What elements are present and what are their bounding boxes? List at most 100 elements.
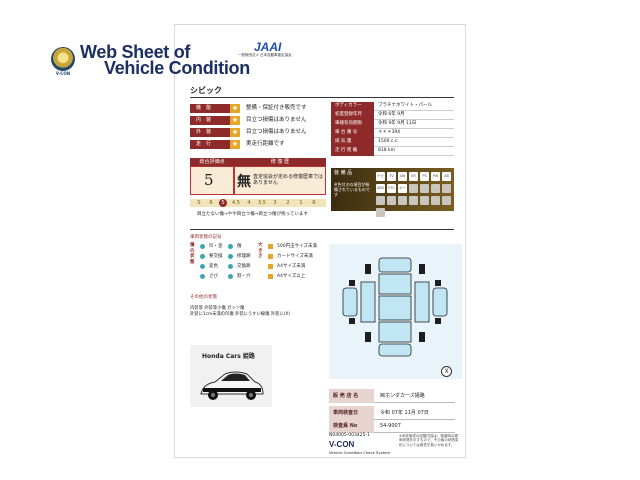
spec-label: ボディカラー — [331, 102, 374, 111]
legend-title: 車両状態の記号 — [190, 235, 222, 240]
scale-item: 3 — [273, 200, 277, 206]
equipment-chip: AW — [398, 172, 407, 181]
spec-row: 車 台 番 号 ＊＊＊394 — [331, 129, 454, 138]
status-row-function: 機 能 ★ 整備・保証付き販売です — [190, 104, 326, 113]
status-text: 目立つ損傷はありません — [246, 129, 307, 135]
inspection-date-row: 車両検査日令和 07年 11月 07日 — [329, 406, 455, 420]
bottom-label: 検査員 No — [329, 419, 374, 433]
repair-status: 無 — [237, 174, 251, 190]
scale-selected: 5 — [219, 199, 227, 207]
spec-value: 令和 6年 9月 — [378, 112, 405, 117]
star-icon: ★ — [230, 128, 240, 137]
score-scale — [190, 199, 326, 207]
status-row-interior: 内 装 ★ 目立つ損傷はありません — [190, 116, 326, 125]
equipment-chip: TV — [387, 172, 396, 181]
spec-row: 車検有効期限令和 9年 9月 11日 — [331, 120, 454, 129]
equipment-chip — [431, 184, 440, 193]
legend-group-damage: 傷の状態 — [190, 243, 195, 265]
spec-value: ＊＊＊394 — [378, 130, 401, 135]
status-text: 実走行距離です — [246, 141, 285, 147]
legend-item: 割・穴 — [228, 273, 251, 280]
status-label: 走 行 — [190, 140, 230, 149]
scale-item: 6 — [209, 200, 213, 206]
jaai-logo: JAAI — [254, 40, 282, 54]
spec-label: 車 台 番 号 — [331, 129, 374, 138]
status-label: 機 能 — [190, 104, 230, 113]
scale-item: 2 — [286, 200, 290, 206]
dealer-row: 販 売 店 名㈱ホンダカーズ姫路 — [329, 389, 455, 403]
dealer-photo-label: Honda Cars 姫路 — [202, 353, 255, 360]
status-text: 目立つ損傷はありません — [246, 117, 307, 123]
bottom-label: 販 売 店 名 — [329, 389, 374, 403]
serial-number: N04005-003425-1 — [329, 433, 370, 438]
equipment-chip: AB — [442, 172, 451, 181]
equipment-chip — [376, 208, 385, 217]
spec-value: 令和 9年 9月 11日 — [378, 121, 417, 126]
repair-box — [234, 166, 326, 195]
legend-item: 凹・歪 — [200, 243, 223, 250]
equipment-chip — [387, 196, 396, 205]
equipment-chip — [420, 196, 429, 205]
other-title: その他の状態 — [190, 295, 217, 300]
spec-label: 排 気 量 — [331, 138, 374, 147]
legend-item: 傷 — [228, 243, 242, 250]
scale-item: 4 — [247, 200, 251, 206]
equipment-chip — [420, 184, 429, 193]
repair-heading: 修 復 歴 — [234, 158, 326, 166]
star-icon: ★ — [230, 104, 240, 113]
sheet-title-line2: Vehicle Condition — [104, 58, 250, 78]
spec-row: 走 行 距 離 818 km — [331, 147, 454, 156]
equipment-chip: PS — [420, 172, 429, 181]
legend-item: 交換跡 — [228, 263, 251, 270]
vcon-badge-icon — [51, 47, 75, 71]
scale-item: 4.5 — [232, 200, 240, 206]
bottom-value: 54-9007 — [380, 423, 401, 429]
equipment-chip — [409, 184, 418, 193]
status-label: 外 装 — [190, 128, 230, 137]
car-outline-diagram — [342, 257, 448, 357]
equipment-chip — [398, 196, 407, 205]
equipment-title: 装 備 品 — [334, 170, 353, 176]
equipment-chip — [409, 196, 418, 205]
equipment-chip: ABS — [376, 184, 385, 193]
other-line: 内装等 外装等小傷 ガッツ傷 — [190, 306, 245, 311]
equipment-chip: キー — [398, 184, 407, 193]
star-icon: ★ — [230, 116, 240, 125]
divider — [190, 97, 454, 98]
scale-item: R — [312, 200, 316, 206]
score-box — [190, 166, 234, 195]
equipment-chip: SR — [409, 172, 418, 181]
legend-item: さび — [200, 273, 218, 280]
inspector-row: 検査員 No 54-9007 — [329, 419, 455, 433]
spec-row: 初度登録年月令和 6年 9月 — [331, 111, 454, 120]
repair-note: 査定協会が定める修復歴車ではありません — [253, 174, 324, 186]
vcon-logo: V-CON — [329, 440, 355, 449]
legend-group-size: 大きさ — [258, 243, 263, 259]
other-line: 外装に1cm未満の凹傷 外装にうすい線傷 外装に(X) — [190, 312, 290, 317]
status-row-mileage: 走 行 ★ 実走行距離です — [190, 140, 326, 149]
scale-item: S — [197, 200, 201, 206]
spec-label: 走 行 距 離 — [331, 147, 374, 156]
spec-label: 車検有効期限 — [331, 120, 374, 129]
spec-value: 818 km — [378, 148, 396, 153]
bottom-value: ㈱ホンダカーズ姫路 — [380, 393, 425, 399]
legend-item: 変色 — [200, 263, 218, 270]
car-photo-icon — [200, 371, 264, 400]
legend-size-item: A4サイズ以上 — [268, 273, 305, 280]
star-icon: ★ — [230, 140, 240, 149]
scale-item: 3.5 — [258, 200, 266, 206]
bottom-value: 令和 07年 11月 07日 — [380, 410, 429, 416]
scale-item: 1 — [299, 200, 303, 206]
equipment-chip — [442, 184, 451, 193]
legend-item: 要交換 — [200, 253, 223, 260]
car-name: シビック — [190, 86, 222, 95]
jaai-subtitle: 一般財団法人 日本自動車査定協会 — [238, 53, 292, 57]
status-label: 内 装 — [190, 116, 230, 125]
disclaimer: ※本評価書の記載内容は、検査時の車両状態を示すもので、その後の状態変化については… — [399, 434, 459, 447]
legend-size-item: 500円玉サイズ未満 — [268, 243, 317, 250]
equipment-chip — [376, 196, 385, 205]
status-row-exterior: 外 装 ★ 目立つ損傷はありません — [190, 128, 326, 137]
legend-size-item: カードサイズ未満 — [268, 253, 313, 260]
spec-row: ボディカラープラチナホワイト・パール — [331, 102, 454, 111]
damage-marker: X — [441, 366, 452, 377]
